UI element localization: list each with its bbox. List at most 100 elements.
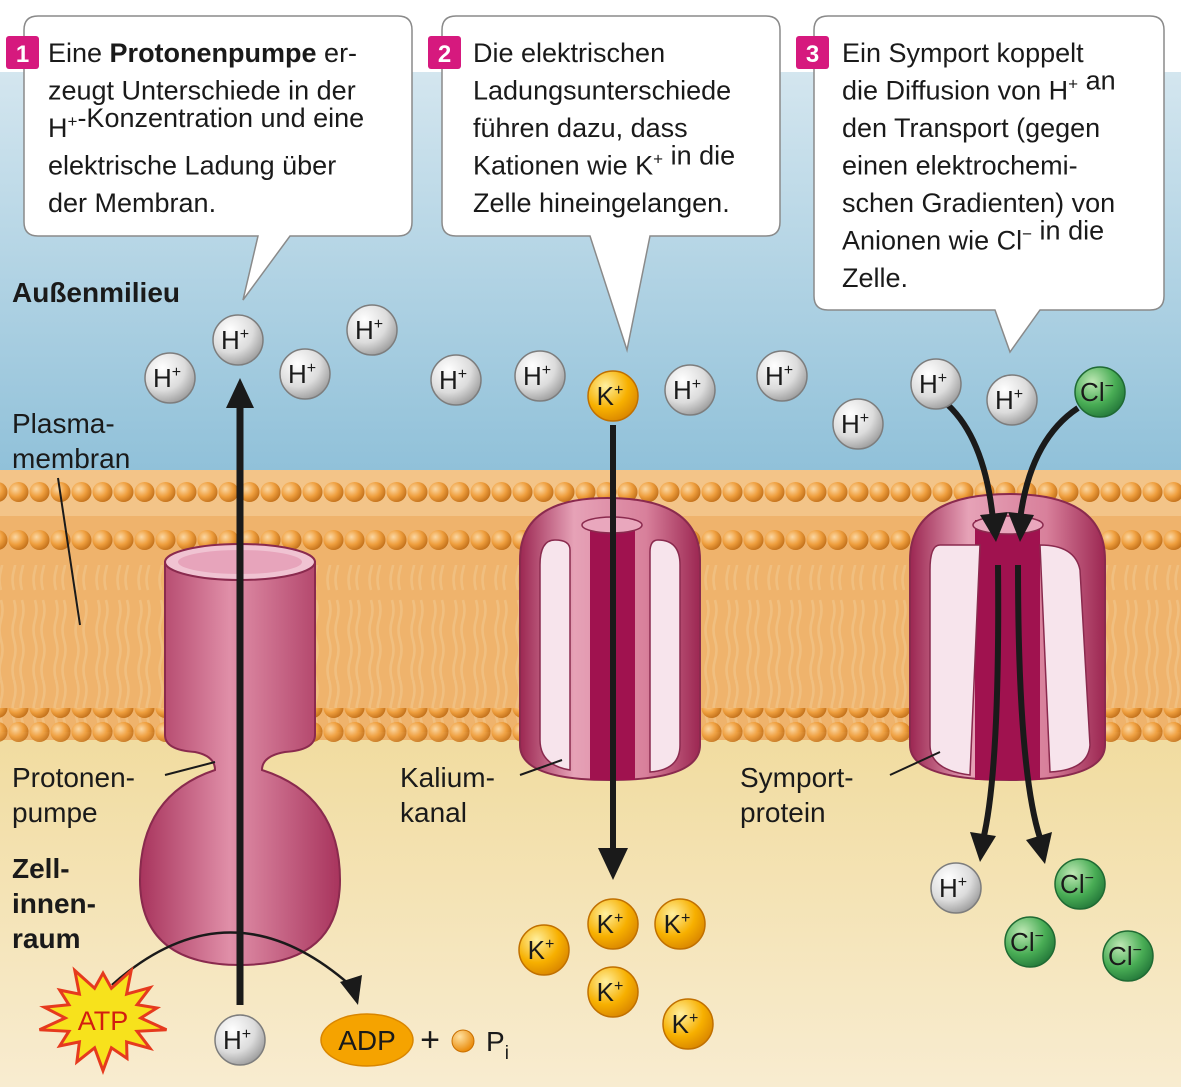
potassium-ion: K+	[654, 898, 706, 950]
potassium-ion-symbol: K	[664, 909, 682, 939]
proton-ion-charge: +	[784, 362, 793, 379]
transport-arrows	[111, 378, 1080, 1005]
potassium-ion-symbol: K	[672, 1009, 690, 1039]
proton-ion-label: H+	[439, 365, 467, 395]
inside-label-line-3: raum	[12, 923, 80, 954]
chloride-ion-circle	[1102, 930, 1154, 982]
proton-ion: H+	[430, 354, 482, 406]
proton-ion-circle	[910, 358, 962, 410]
callout-text-segment: Ladungsunterschiede	[473, 76, 731, 106]
proton-ion: H+	[910, 358, 962, 410]
callout-text-segment: Eine	[48, 38, 110, 68]
chloride-ion-circle	[1074, 366, 1126, 418]
callout-text-segment: −	[1022, 225, 1032, 244]
potassium-ion-label: K+	[597, 977, 624, 1007]
ions: H+H+H+H+H+H+K+H+H+H+H+H+Cl−H+K+K+K+K+K+H…	[144, 304, 1154, 1066]
membrane-label-line-2: membran	[12, 443, 130, 474]
chloride-ion-symbol: Cl	[1080, 377, 1105, 407]
proton-ion-circle	[832, 398, 884, 450]
callout-text: Eine Protonenpumpe er-zeugt Unterschiede…	[48, 38, 364, 218]
potassium-ion: K+	[662, 998, 714, 1050]
proton-ion-charge: +	[240, 326, 249, 343]
potassium-ion-charge: +	[614, 978, 623, 995]
potassium-ion-charge: +	[681, 910, 690, 927]
plus-sign: +	[420, 1021, 440, 1059]
proton-ion-circle	[214, 1014, 266, 1066]
potassium-ion-charge: +	[689, 1010, 698, 1027]
proton-ion-label: H+	[223, 1025, 251, 1055]
inside-label-line-1: Zell-	[12, 853, 70, 884]
chloride-ion-circle	[1054, 858, 1106, 910]
chloride-ion-symbol: Cl	[1108, 941, 1133, 971]
proton-ion-charge: +	[172, 364, 181, 381]
potassium-ion-label: K+	[597, 381, 624, 411]
callout-text-segment: Protonenpumpe	[110, 38, 317, 68]
potassium-ion-symbol: K	[528, 935, 546, 965]
chloride-entry-arrow	[1017, 405, 1080, 521]
proton-ion-symbol: H	[223, 1025, 242, 1055]
callout-text-segment: +	[653, 150, 663, 169]
callout-text-segment: -Konzentration und eine	[77, 103, 364, 133]
potassium-ion-symbol: K	[597, 977, 615, 1007]
proton-ion-symbol: H	[439, 365, 458, 395]
callout-text-segment: +	[68, 112, 78, 131]
proton-ion-label: H+	[939, 873, 967, 903]
proton-ion-symbol: H	[995, 385, 1014, 415]
proton-ion-symbol: H	[765, 361, 784, 391]
phosphate-label: Pi	[486, 1026, 509, 1064]
channel-label-line-2: kanal	[400, 797, 467, 828]
callout-text-segment: Kationen wie K	[473, 151, 653, 181]
proton-ion-circle	[664, 364, 716, 416]
proton-ion-symbol: H	[221, 325, 240, 355]
chloride-ion-symbol: Cl	[1010, 927, 1035, 957]
symport-protein	[909, 492, 1106, 782]
proton-ion-circle	[430, 354, 482, 406]
callout-text-segment: die Diffusion von H	[842, 76, 1068, 106]
proton-ion: H+	[514, 350, 566, 402]
pump-label-line-1: Protonen-	[12, 762, 135, 793]
chloride-ion-label: Cl−	[1010, 927, 1044, 957]
callout-text-segment: Zelle hineingelangen.	[473, 188, 730, 218]
callout-text-segment: Anionen wie Cl	[842, 226, 1022, 256]
callout-text-segment: führen dazu, dass	[473, 113, 688, 143]
callout-text-segment: schen Gradienten) von	[842, 188, 1115, 218]
potassium-ion-symbol: K	[597, 381, 615, 411]
proton-ion-label: H+	[153, 363, 181, 393]
proton-ion-label: H+	[288, 359, 316, 389]
proton-ion-circle	[514, 350, 566, 402]
proton-ion-label: H+	[355, 315, 383, 345]
callout-text-segment: elektrische Ladung über	[48, 151, 336, 181]
proton-ion-label: H+	[221, 325, 249, 355]
proton-ion: H+	[346, 304, 398, 356]
proton-ion-charge: +	[692, 376, 701, 393]
atp-hydrolysis-arrow	[111, 931, 351, 986]
chloride-ion-circle	[1004, 916, 1056, 968]
chloride-ion-label: Cl−	[1060, 869, 1094, 899]
proton-ion-symbol: H	[355, 315, 374, 345]
leader-lines	[57, 477, 941, 776]
callout-number-badge	[428, 36, 461, 69]
callout-1: 1 Eine Protonenpumpe er-zeugt Unterschie…	[6, 15, 413, 301]
proton-ion-label: H+	[673, 375, 701, 405]
callout-text-segment: in die	[663, 141, 735, 171]
adp-label: ADP	[338, 1025, 396, 1056]
callout-text-segment: der Membran.	[48, 188, 216, 218]
phosphate-icon	[451, 1029, 475, 1053]
callout-text-segment: in die	[1032, 216, 1104, 246]
symport-label-line-1: Symport-	[740, 762, 854, 793]
chloride-ion: Cl−	[1102, 930, 1154, 982]
proton-ion-charge: +	[374, 316, 383, 333]
proton-entry-arrow	[945, 402, 996, 521]
proton-ion-circle	[144, 352, 196, 404]
proton-ion-symbol: H	[939, 873, 958, 903]
proton-ion-symbol: H	[919, 369, 938, 399]
proton-ion-label: H+	[841, 409, 869, 439]
membrane-label-line-1: Plasma-	[12, 408, 115, 439]
potassium-ion-label: K+	[597, 909, 624, 939]
proton-ion-symbol: H	[523, 361, 542, 391]
chloride-exit-arrow	[1015, 564, 1043, 839]
proton-ion-charge: +	[958, 874, 967, 891]
